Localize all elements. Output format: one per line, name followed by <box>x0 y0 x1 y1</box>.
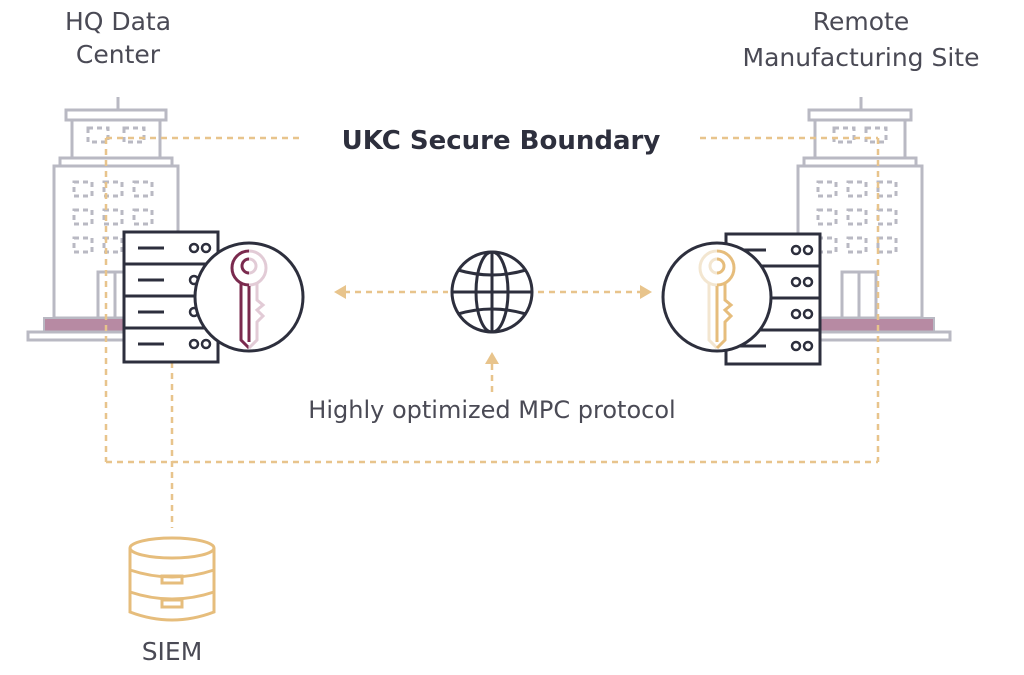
protocol-label: Highly optimized MPC protocol <box>308 396 675 424</box>
remote-key-icon <box>698 249 736 350</box>
remote-site-label-line1: Remote <box>813 7 909 36</box>
mpc-connection-arrows <box>344 290 642 392</box>
globe-icon <box>450 250 534 334</box>
hq-site-label-line1: HQ Data <box>65 7 171 36</box>
remote-site-label-line2: Manufacturing Site <box>743 43 980 72</box>
hq-building-icon <box>52 97 180 320</box>
hq-site-label-line2: Center <box>76 40 161 69</box>
arrowheads <box>334 285 652 364</box>
siem-database-icon <box>128 536 216 622</box>
hq-key-icon <box>230 249 268 350</box>
siem-label: SIEM <box>142 637 203 666</box>
boundary-title: UKC Secure Boundary <box>342 126 661 156</box>
secure-boundary-outline <box>104 136 880 464</box>
